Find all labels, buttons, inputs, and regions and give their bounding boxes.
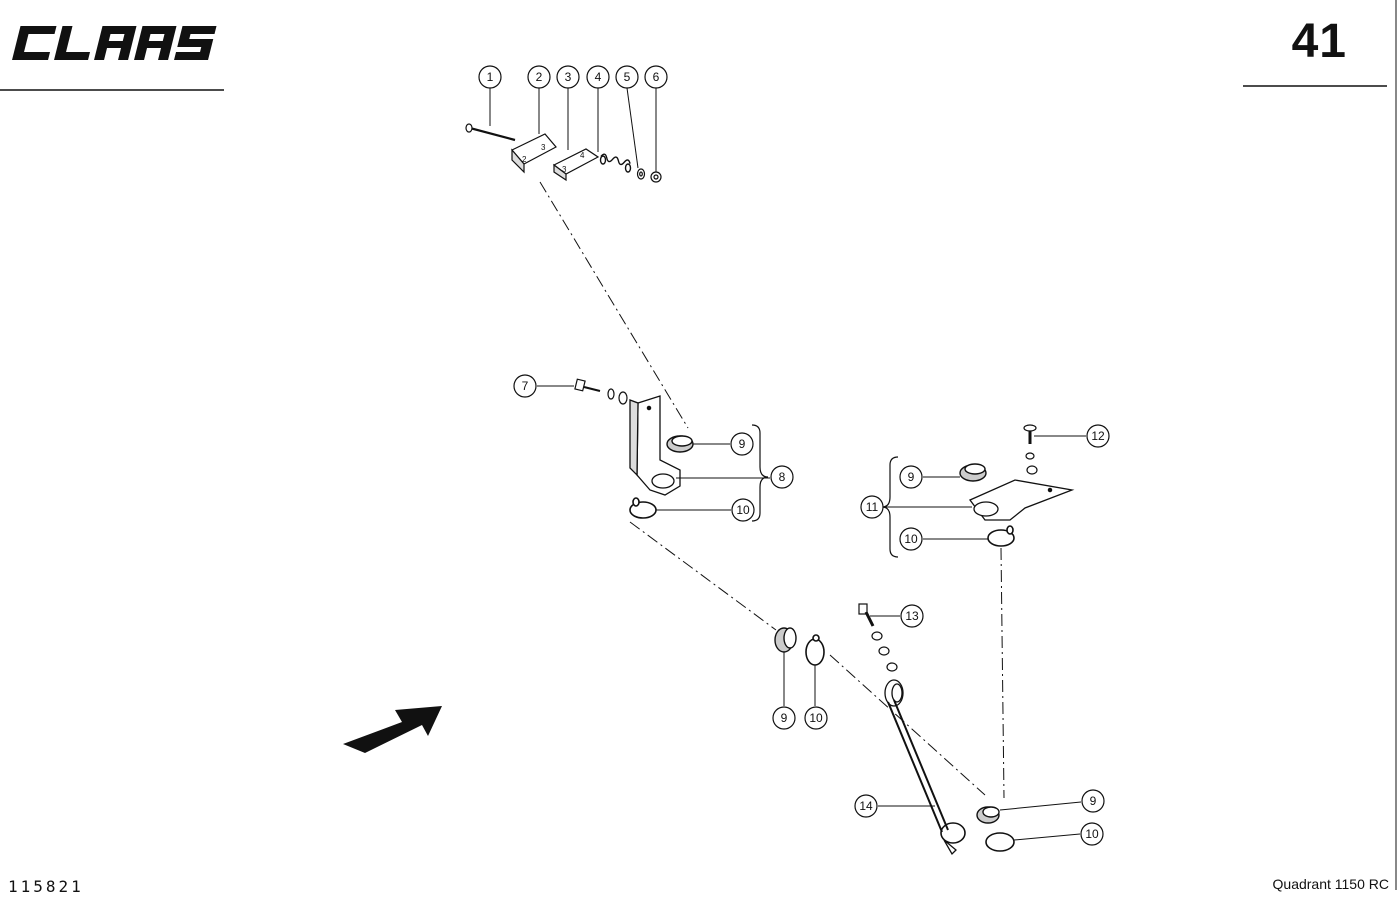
callout-13: 13 bbox=[900, 604, 924, 628]
callout-label: 6 bbox=[653, 70, 660, 84]
callout-circle bbox=[644, 65, 668, 89]
part-bolt-7 bbox=[574, 378, 628, 405]
callout-label: 10 bbox=[904, 532, 918, 546]
part-snap-ring-10-right bbox=[987, 525, 1015, 547]
callout-circle bbox=[556, 65, 580, 89]
callout-1: 1 bbox=[478, 65, 502, 89]
svg-text:3: 3 bbox=[562, 165, 567, 174]
svg-text:4: 4 bbox=[580, 151, 585, 160]
callout-4: 4 bbox=[586, 65, 610, 89]
callout-5: 5 bbox=[615, 65, 639, 89]
part-bolt-12 bbox=[1023, 424, 1038, 475]
part-clamp-block-2: 2 3 bbox=[511, 133, 557, 174]
part-washer-5 bbox=[636, 168, 646, 180]
callout-label: 9 bbox=[739, 437, 746, 451]
part-plate-3: 3 4 bbox=[552, 148, 600, 182]
callout-circle bbox=[770, 465, 794, 489]
part-snap-ring-10-lower-left bbox=[805, 634, 825, 666]
travel-direction-arrow-icon bbox=[343, 706, 442, 753]
callout-label: 9 bbox=[1090, 794, 1097, 808]
callout-2: 2 bbox=[527, 65, 551, 89]
part-snap-ring-10-lower-right bbox=[985, 832, 1015, 852]
callout-9: 9 bbox=[772, 706, 796, 730]
drawing-number: 115821 bbox=[8, 877, 84, 896]
part-bolt-13 bbox=[858, 603, 898, 672]
callout-circle bbox=[899, 465, 923, 489]
callout-circle bbox=[513, 374, 537, 398]
page-number: 41 bbox=[1291, 15, 1347, 68]
callout-circle bbox=[860, 495, 884, 519]
callout-label: 9 bbox=[908, 470, 915, 484]
callout-circle bbox=[854, 794, 878, 818]
part-spring-4 bbox=[599, 153, 632, 173]
callout-10: 10 bbox=[899, 527, 923, 551]
callout-label: 14 bbox=[859, 799, 873, 813]
callout-8: 8 bbox=[770, 465, 794, 489]
callout-circle bbox=[1086, 424, 1110, 448]
part-bolt-1 bbox=[465, 123, 516, 142]
callout-circle bbox=[527, 65, 551, 89]
callout-circle bbox=[1080, 822, 1104, 846]
callout-circle bbox=[900, 604, 924, 628]
callout-6: 6 bbox=[644, 65, 668, 89]
callout-10: 10 bbox=[804, 706, 828, 730]
callout-circle bbox=[586, 65, 610, 89]
callout-9: 9 bbox=[1081, 789, 1105, 813]
claas-logo bbox=[12, 26, 217, 60]
callout-7: 7 bbox=[513, 374, 537, 398]
callout-10: 10 bbox=[1080, 822, 1104, 846]
part-bushing-9-lower-left bbox=[774, 627, 797, 653]
callout-circle bbox=[730, 432, 754, 456]
svg-text:3: 3 bbox=[541, 143, 546, 152]
part-lever-14 bbox=[884, 679, 966, 856]
callout-circle bbox=[478, 65, 502, 89]
callout-10: 10 bbox=[731, 498, 755, 522]
callout-label: 12 bbox=[1091, 429, 1105, 443]
part-nut-6 bbox=[650, 171, 662, 183]
callout-12: 12 bbox=[1086, 424, 1110, 448]
callout-circle bbox=[1081, 789, 1105, 813]
callout-label: 10 bbox=[809, 711, 823, 725]
part-bushing-9-middle bbox=[666, 435, 694, 453]
callout-circle bbox=[899, 527, 923, 551]
callout-label: 9 bbox=[781, 711, 788, 725]
callout-label: 1 bbox=[487, 70, 494, 84]
part-bracket-8 bbox=[629, 395, 681, 496]
callout-label: 7 bbox=[522, 379, 529, 393]
callout-14: 14 bbox=[854, 794, 878, 818]
part-bracket-11 bbox=[968, 479, 1075, 521]
part-bushing-9-right bbox=[959, 463, 987, 482]
part-bushing-9-lower-right bbox=[976, 806, 1000, 824]
assembly-centerlines bbox=[539, 181, 1005, 799]
svg-text:2: 2 bbox=[522, 155, 527, 164]
callout-label: 5 bbox=[624, 70, 631, 84]
model-name: Quadrant 1150 RC bbox=[1272, 876, 1389, 892]
callout-label: 4 bbox=[595, 70, 602, 84]
callout-label: 11 bbox=[866, 500, 879, 514]
callout-circle bbox=[804, 706, 828, 730]
callout-label: 8 bbox=[779, 470, 786, 484]
callout-circle bbox=[615, 65, 639, 89]
leader-lines bbox=[489, 87, 1086, 841]
callout-circle bbox=[772, 706, 796, 730]
part-snap-ring-10-middle bbox=[629, 497, 657, 519]
callout-11: 11 bbox=[860, 495, 884, 519]
bracket-brace-8 bbox=[751, 424, 769, 522]
callout-9: 9 bbox=[730, 432, 754, 456]
callout-9: 9 bbox=[899, 465, 923, 489]
callout-label: 13 bbox=[905, 609, 919, 623]
callout-label: 10 bbox=[1085, 827, 1099, 841]
callout-label: 3 bbox=[565, 70, 572, 84]
callout-circle bbox=[731, 498, 755, 522]
callout-3: 3 bbox=[556, 65, 580, 89]
callout-label: 2 bbox=[536, 70, 543, 84]
callout-label: 10 bbox=[736, 503, 750, 517]
